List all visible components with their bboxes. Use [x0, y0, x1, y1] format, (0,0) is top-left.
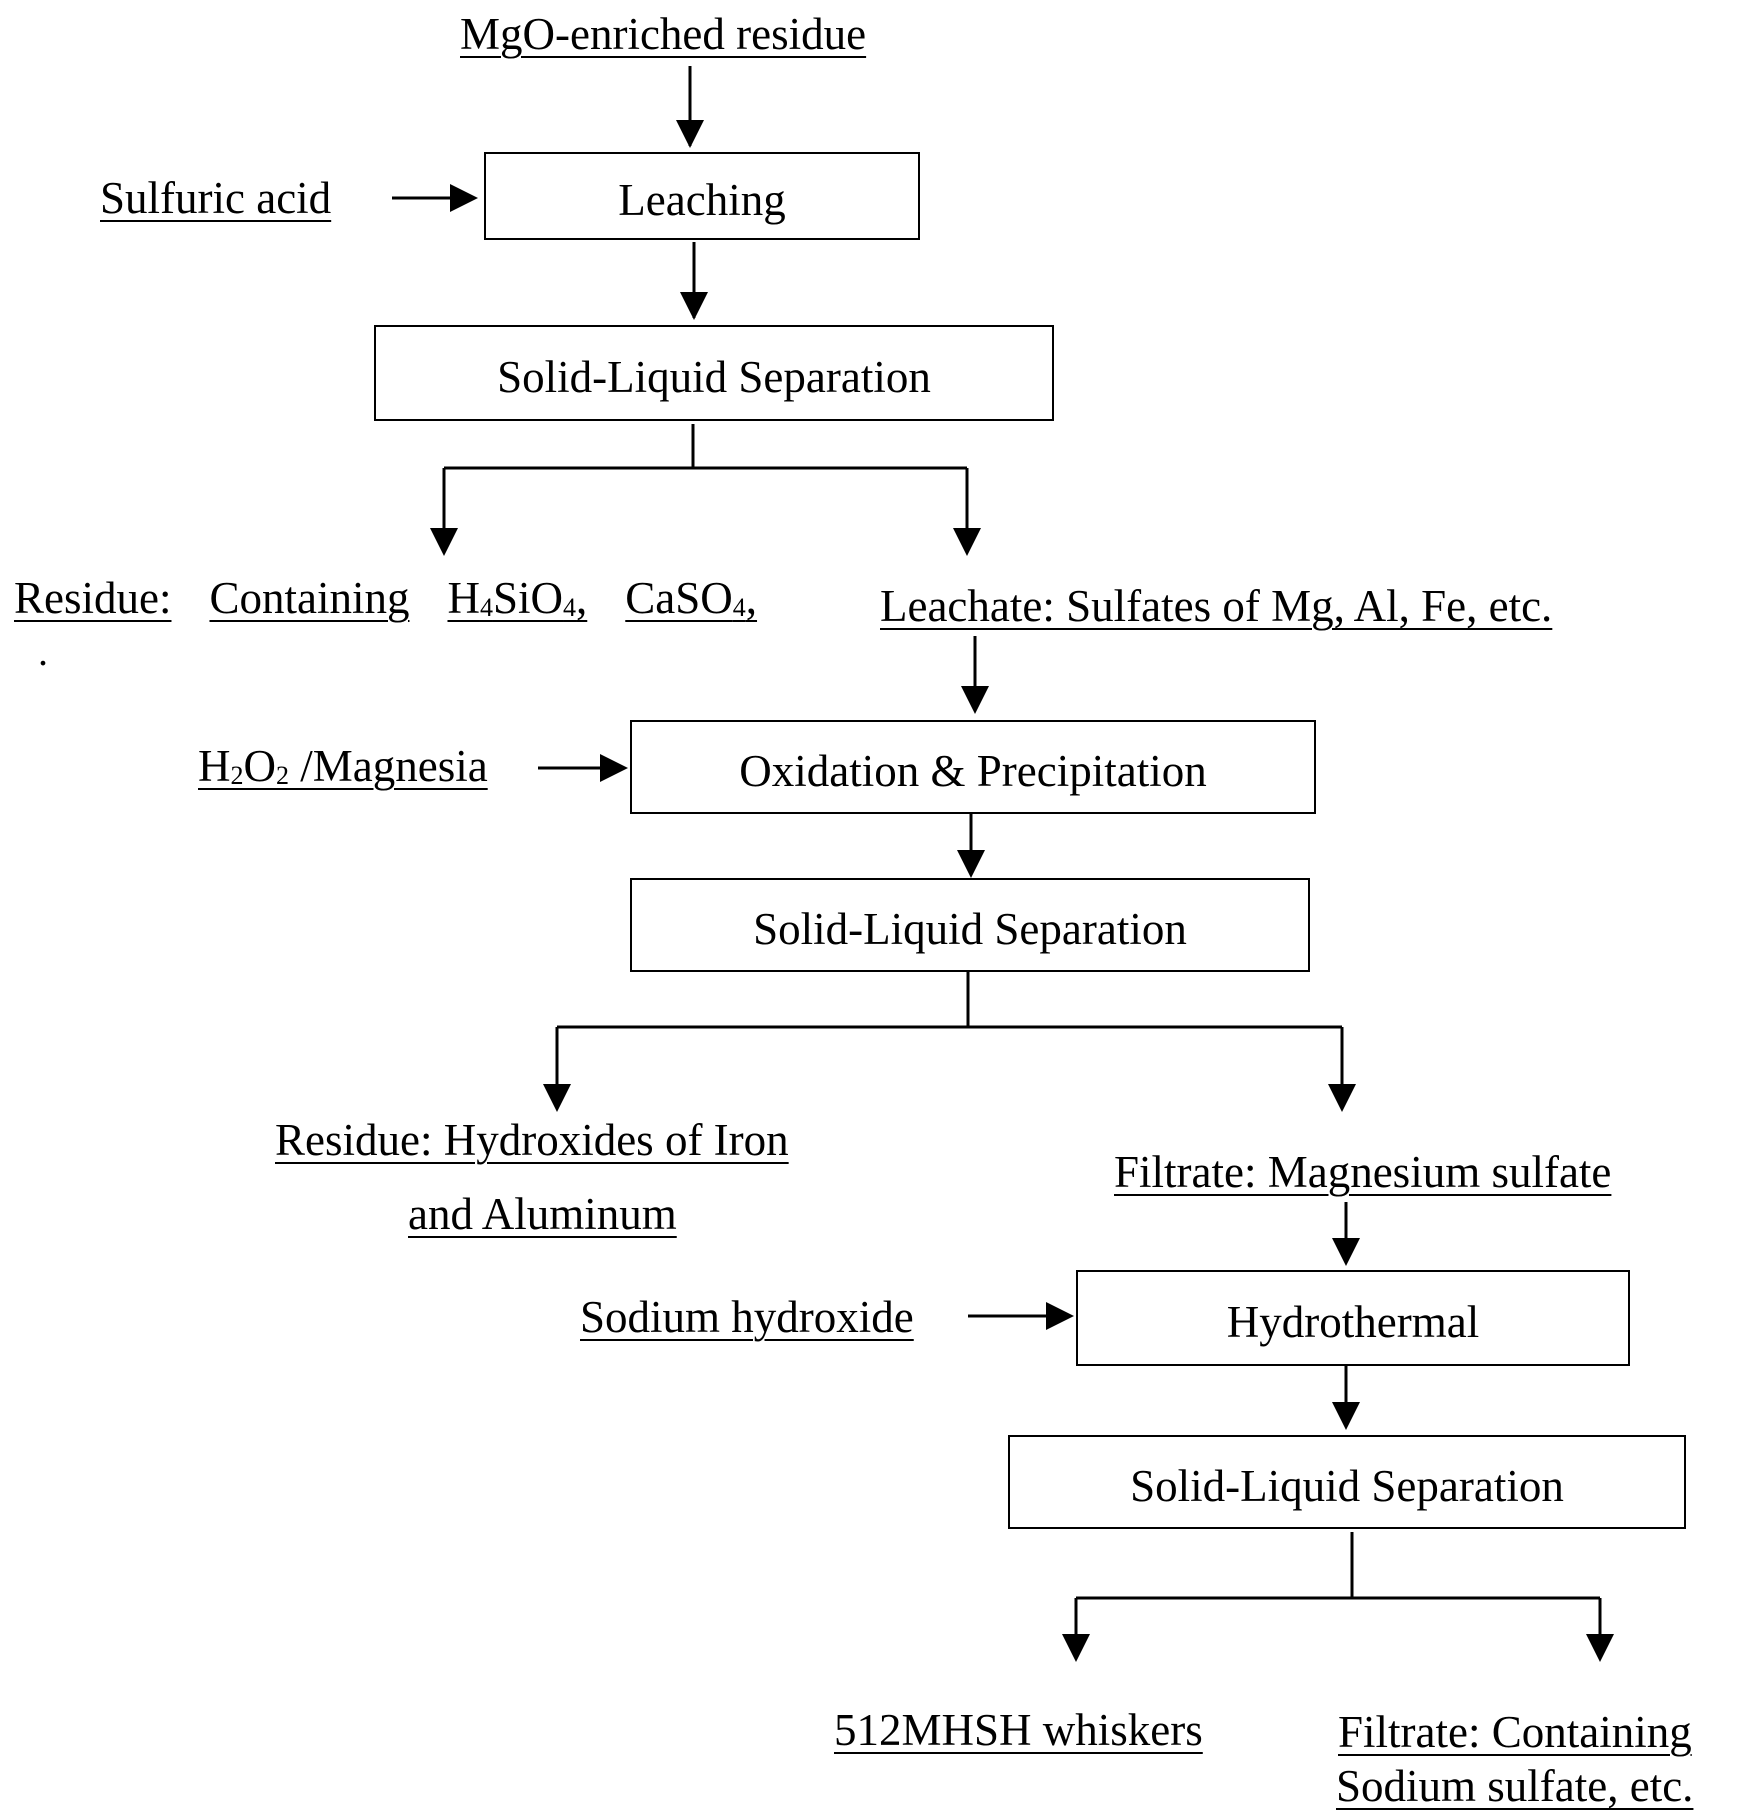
arrowhead-leaching-to-sep1 [680, 292, 708, 320]
arrowhead-oxidation-to-sep2 [957, 850, 985, 878]
arrowhead-mgo-to-leaching [676, 120, 704, 148]
step-leaching: Leaching [484, 152, 920, 240]
arrowhead-hydrothermal-to-sep3 [1332, 1402, 1360, 1430]
step-hydrothermal: Hydrothermal [1076, 1270, 1630, 1366]
output-residue-1: Residue: Containing H4SiO4, CaSO4, [14, 576, 757, 621]
output-filtrate-final-line2: Sodium sulfate, etc. [1336, 1761, 1694, 1811]
arrowhead-leachate-to-oxidation [961, 686, 989, 714]
arrowhead-sulfuric-to-leaching [450, 184, 478, 212]
residue-1-containing: Containing [209, 573, 410, 623]
output-filtrate-final-line1: Filtrate: Containing [1338, 1707, 1692, 1757]
residue-1-caso4: CaSO4, [625, 573, 758, 623]
output-filtrate-mgso4: Filtrate: Magnesium sulfate [1114, 1147, 1612, 1197]
arrowhead-sep1-to-residue [430, 528, 458, 556]
residue-1-prefix: Residue: [14, 573, 172, 623]
arrowhead-h2o2-to-oxidation [600, 754, 628, 782]
output-512mhsh-whiskers: 512MHSH whiskers [834, 1705, 1203, 1755]
input-mgo-residue: MgO-enriched residue [460, 9, 867, 59]
step-separation-3: Solid-Liquid Separation [1008, 1435, 1686, 1529]
step-leaching-label: Leaching [618, 175, 786, 225]
arrowhead-sep1-to-leachate [953, 528, 981, 556]
residue-1-h4sio4: H4SiO4, [447, 573, 588, 623]
residue-1-continuation-dot: . [38, 629, 48, 674]
input-sodium-hydroxide: Sodium hydroxide [580, 1292, 914, 1342]
step-hydrothermal-label: Hydrothermal [1226, 1297, 1480, 1347]
arrowhead-sep3-to-whiskers [1062, 1634, 1090, 1662]
arrowhead-sep3-to-filtrate [1586, 1634, 1614, 1662]
arrowhead-naoh-to-hydrothermal [1046, 1302, 1074, 1330]
input-sulfuric-acid: Sulfuric acid [100, 173, 332, 223]
output-residue-2-line1: Residue: Hydroxides of Iron [275, 1115, 789, 1165]
arrowhead-filtrate-to-hydrothermal [1332, 1238, 1360, 1266]
step-separation-2-label: Solid-Liquid Separation [753, 904, 1187, 954]
step-oxidation-precipitation: Oxidation & Precipitation [630, 720, 1316, 814]
arrowhead-sep2-to-residue [543, 1084, 571, 1112]
output-leachate: Leachate: Sulfates of Mg, Al, Fe, etc. [880, 581, 1553, 631]
step-separation-1-label: Solid-Liquid Separation [497, 352, 931, 402]
step-oxidation-label: Oxidation & Precipitation [739, 746, 1207, 796]
step-separation-2: Solid-Liquid Separation [630, 878, 1310, 972]
step-separation-1: Solid-Liquid Separation [374, 325, 1054, 421]
input-h2o2-magnesia: H2O2 /Magnesia [198, 741, 488, 791]
arrowhead-sep2-to-filtrate [1328, 1084, 1356, 1112]
step-separation-3-label: Solid-Liquid Separation [1130, 1461, 1564, 1511]
output-residue-2-line2: and Aluminum [408, 1189, 677, 1239]
